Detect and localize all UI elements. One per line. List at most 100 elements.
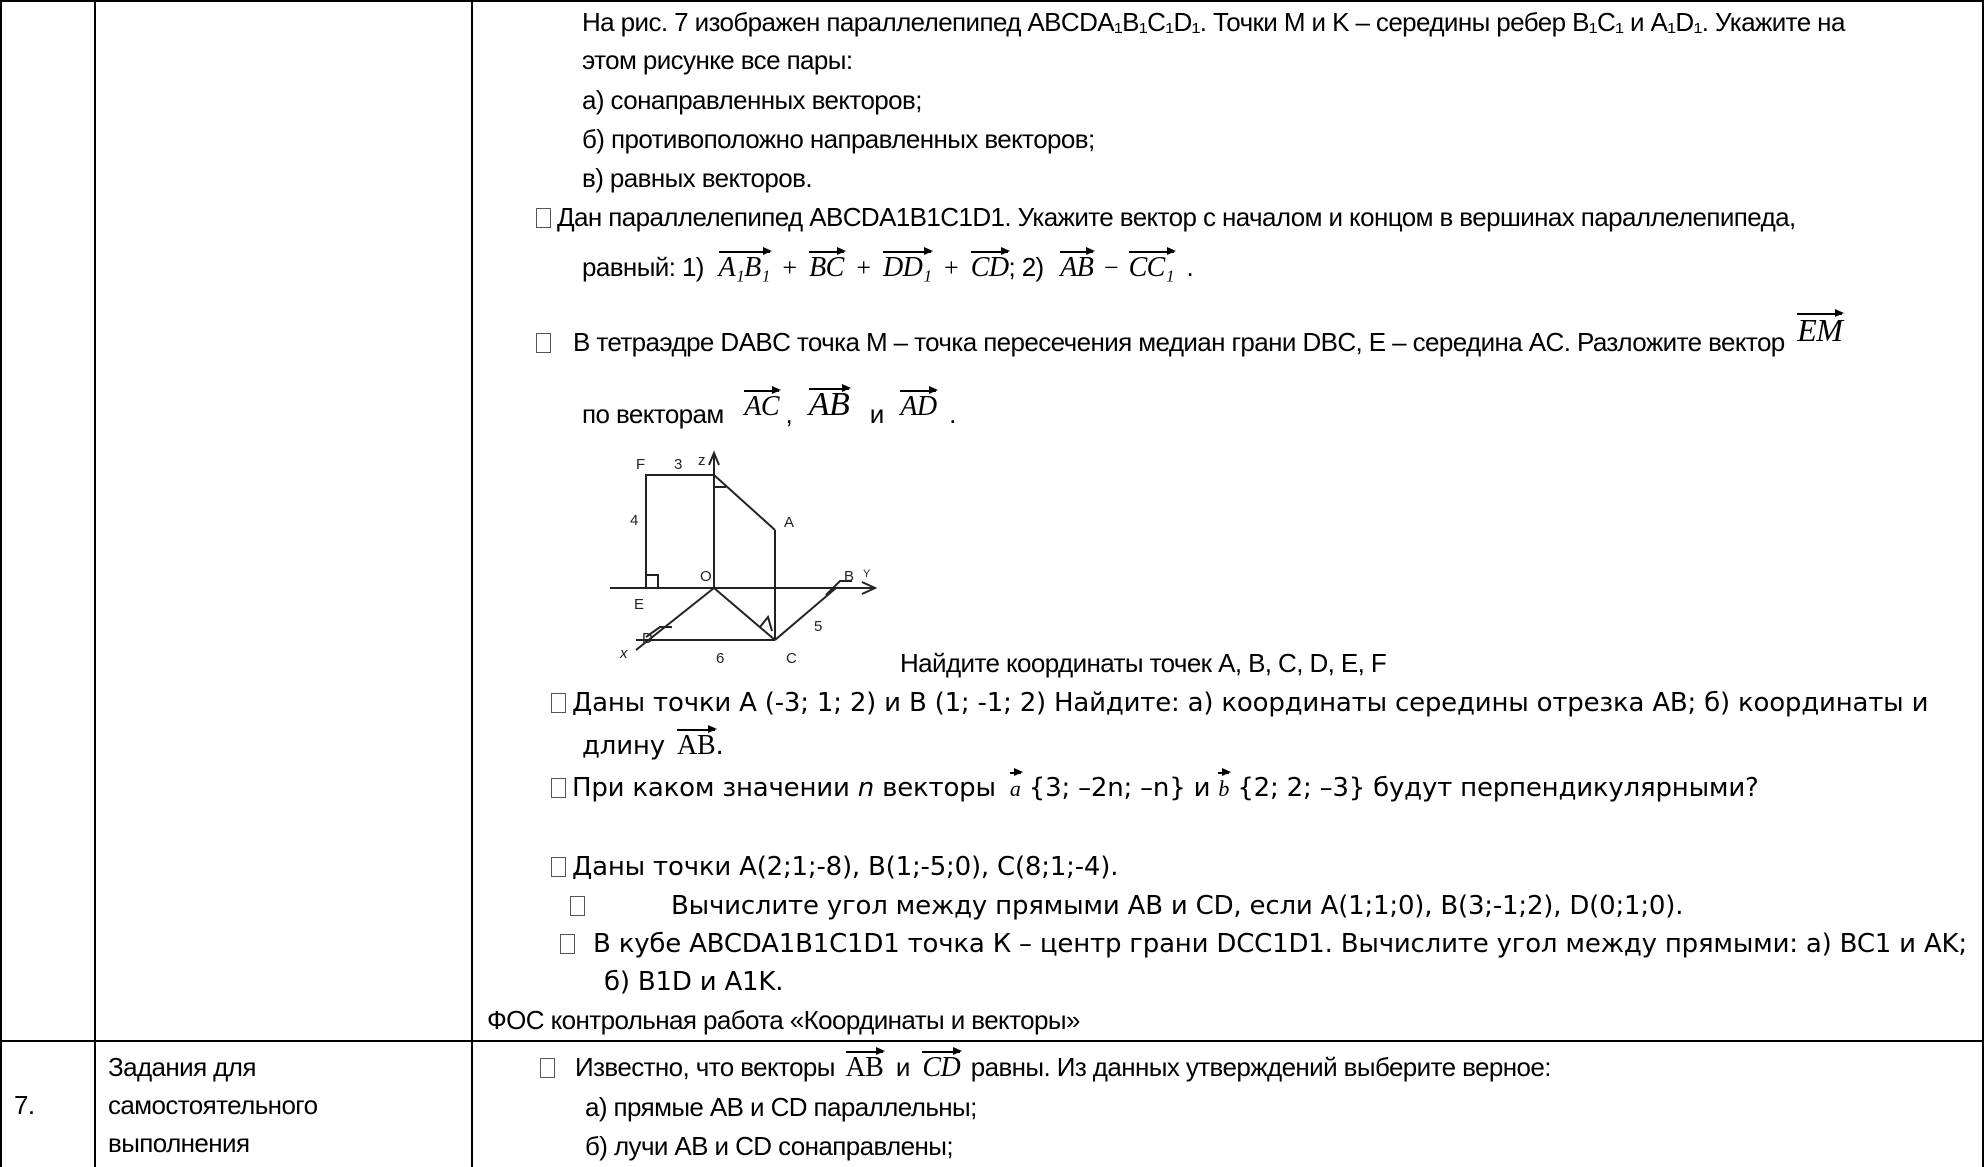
plus-sign: +	[856, 253, 871, 282]
task2-end: .	[1186, 252, 1194, 282]
task5-line: При каком значении n векторы a {3; –2n; …	[551, 768, 1759, 804]
variable-n: n	[857, 773, 875, 803]
label-4: 4	[630, 512, 638, 529]
bullet-box-icon	[536, 333, 551, 353]
vector-a1b1: A₁B₁	[718, 247, 773, 283]
task4-line1: Даны точки A (-3; 1; 2) и B (1; -1; 2) Н…	[551, 688, 1928, 718]
bullet-box-icon	[551, 693, 566, 713]
plus-sign: +	[782, 253, 797, 282]
task4-text: Даны точки A (-3; 1; 2) и B (1; -1; 2) Н…	[572, 688, 1929, 718]
task9-end: равны. Из данных утверждений выберите ве…	[970, 1052, 1552, 1082]
table-left-border	[0, 0, 2, 1167]
fos-title: ФОС контрольная работа «Координаты и век…	[487, 1005, 1080, 1035]
vector-em: EM	[1797, 309, 1845, 348]
vector-b-coords: {2; 2; –3}	[1237, 773, 1366, 803]
label-E: E	[634, 596, 644, 613]
edge-e-f-z	[645, 474, 714, 588]
vector-ac: AC	[744, 386, 781, 422]
bullet-box-icon	[540, 1058, 555, 1078]
vector-a: a	[1009, 768, 1023, 804]
conjunction-and: и	[895, 1052, 911, 1082]
vector-cd: CD	[970, 247, 1011, 283]
task1-option-b: б) противоположно направленных векторов;	[582, 124, 1095, 154]
task3-end: .	[949, 399, 956, 429]
minus-sign: −	[1103, 253, 1119, 282]
z-axis-arrow	[708, 450, 720, 466]
label-F: F	[636, 456, 645, 473]
label-D: D	[642, 630, 653, 647]
label-y: Y	[863, 568, 871, 580]
task5-end: будут перпендикулярными?	[1373, 773, 1759, 803]
vector-bc: BC	[809, 247, 846, 283]
task2-prefix: равный: 1)	[582, 252, 704, 282]
bullet-box-icon	[560, 934, 575, 954]
task8-text: В кубе ABCDA1B1C1D1 точка К – центр гран…	[593, 929, 1967, 959]
vector-ab-length: AB	[676, 725, 717, 761]
vector-ad: AD	[900, 386, 939, 422]
edge-z-a	[713, 474, 776, 531]
task1-option-a: а) сонаправленных векторов;	[582, 85, 922, 115]
conjunction-and: и	[1193, 773, 1211, 803]
task1-line2: этом рисунке все пары:	[582, 45, 853, 75]
y-axis-arrow	[861, 581, 878, 595]
row7-label-line3: выполнения	[108, 1128, 250, 1158]
table-row-divider	[0, 1040, 1984, 1042]
table-col-divider-1	[94, 0, 96, 1167]
vector-cc1: CC₁	[1128, 247, 1177, 283]
task9-line1: Известно, что векторы AB и CD равны. Из …	[540, 1047, 1552, 1083]
vector-a-coords: {3; –2n; –n}	[1028, 773, 1186, 803]
task3-prefix: по векторам	[582, 399, 724, 429]
bullet-box-icon	[551, 778, 566, 798]
plus-sign: +	[944, 253, 959, 282]
label-O: O	[700, 568, 712, 585]
figure-caption: Найдите координаты точек A, B, C, D, E, …	[900, 648, 1387, 678]
task8-line2: б) B1D и A1K.	[604, 967, 784, 997]
label-C: C	[786, 650, 797, 667]
bullet-box-icon	[536, 208, 551, 228]
task9-option-a: а) прямые AB и CD параллельны;	[585, 1092, 977, 1122]
task1-option-c: в) равных векторов.	[582, 163, 813, 193]
label-x: x	[619, 645, 628, 662]
task5-mid: векторы	[882, 773, 996, 803]
table-top-border	[0, 0, 1984, 2]
task6-line: Даны точки A(2;1;-8), B(1;-5;0), C(8;1;-…	[551, 852, 1118, 882]
vector-ab: AB	[1060, 247, 1096, 283]
edge-o-c	[713, 587, 776, 641]
vector-cd: CD	[922, 1047, 962, 1083]
table-col-divider-2	[471, 0, 473, 1167]
row7-number: 7.	[14, 1090, 35, 1120]
right-angle-f	[713, 475, 726, 488]
conjunction-and: и	[869, 399, 885, 429]
edge-c-b	[774, 587, 837, 641]
vector-ab-large: AB	[808, 384, 852, 423]
task2-line2: равный: 1) A₁B₁ + BC + DD₁ + CD; 2) AB −…	[582, 247, 1194, 283]
label-z: z	[698, 452, 706, 469]
task3-line1: В тетраэдре DABC точка M – точка пересеч…	[536, 309, 1845, 357]
parallel-marks-d	[645, 626, 672, 638]
task3-text: В тетраэдре DABC точка M – точка пересеч…	[573, 327, 1785, 357]
task4-end: .	[715, 731, 724, 761]
label-5: 5	[814, 618, 822, 635]
task6-text: Даны точки A(2;1;-8), B(1;-5;0), C(8;1;-…	[572, 852, 1119, 882]
row7-label-line2: самостоятельного	[108, 1090, 318, 1120]
parallel-marks	[825, 580, 852, 596]
bullet-box-icon	[551, 857, 566, 877]
label-3: 3	[674, 456, 682, 473]
task7-line: Вычислите угол между прямыми AB и CD, ес…	[570, 891, 1683, 921]
right-angle-e	[646, 574, 659, 588]
label-B: B	[844, 568, 854, 585]
task4-prefix: длину	[582, 731, 665, 761]
task8-line1: В кубе ABCDA1B1C1D1 точка К – центр гран…	[560, 929, 1967, 959]
task2-line1: Дан параллелепипед ABCDA1B1C1D1. Укажите…	[536, 202, 1796, 232]
task9-prefix: Известно, что векторы	[575, 1052, 835, 1082]
bullet-box-icon	[570, 896, 585, 916]
label-6: 6	[716, 650, 724, 667]
vector-dd1: DD₁	[883, 247, 934, 283]
comma: ,	[785, 399, 793, 429]
task1-line1: На рис. 7 изображен параллелепипед ABCDA…	[582, 7, 1845, 37]
task9-option-b: б) лучи AB и CD сонаправлены;	[585, 1131, 954, 1161]
task4-line2: длину AB.	[582, 725, 724, 761]
vector-ab: AB	[845, 1047, 885, 1083]
task5-prefix: При каком значении	[572, 773, 850, 803]
